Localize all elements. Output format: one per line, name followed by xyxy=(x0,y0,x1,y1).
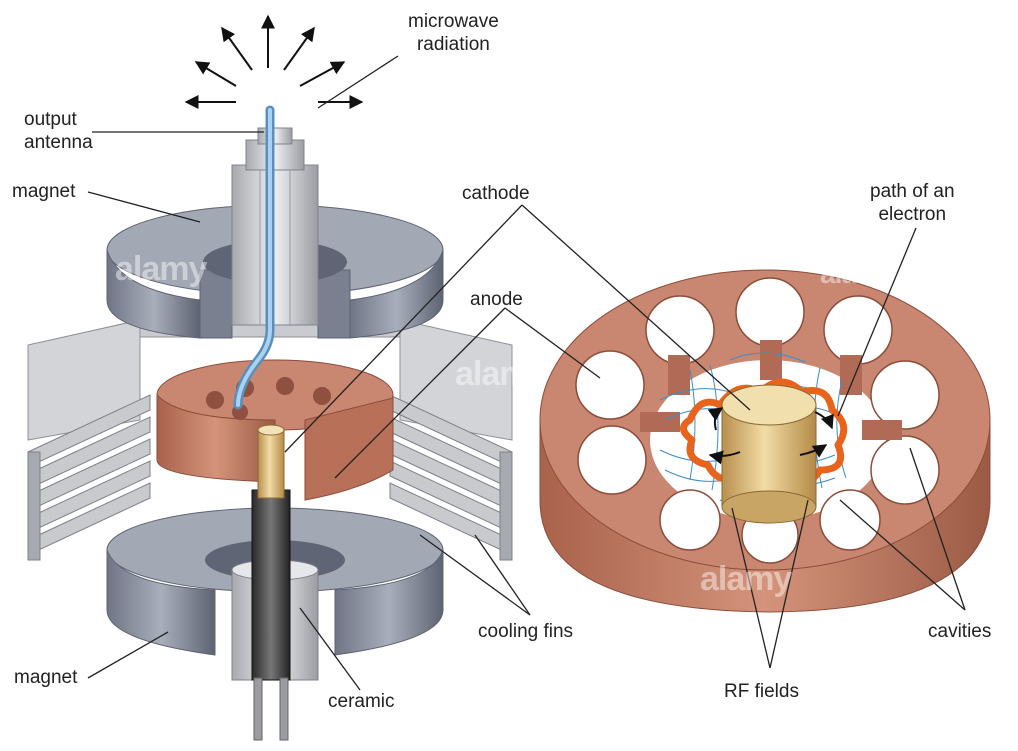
cathode-right xyxy=(721,384,817,524)
electron-arrows xyxy=(707,407,834,465)
label-ceramic: ceramic xyxy=(328,691,395,712)
label-anode: anode xyxy=(470,289,523,310)
watermark-1: alamy xyxy=(115,250,207,288)
label-cathode: cathode xyxy=(462,183,530,204)
label-cavities: cavities xyxy=(928,621,992,642)
watermark-3: alamy xyxy=(700,560,792,598)
leader-lines xyxy=(87,55,966,691)
antenna-housing xyxy=(231,127,319,326)
label-cooling-fins: cooling fins xyxy=(478,621,574,642)
label-magnet-bottom: magnet xyxy=(14,667,78,688)
anode-block xyxy=(156,359,394,501)
label-microwave-radiation: microwave radiation xyxy=(408,11,499,55)
watermark-2: alamy xyxy=(455,355,547,393)
label-output-antenna: output antenna xyxy=(24,109,93,153)
label-path-of-electron: path of an electron xyxy=(870,181,955,225)
label-rf-fields: RF fields xyxy=(724,681,799,702)
cathode-stem xyxy=(251,489,291,741)
watermark-4: alamy xyxy=(820,258,895,289)
label-magnet-top: magnet xyxy=(12,181,76,202)
cooling-fins xyxy=(27,319,513,561)
radiation-arrows xyxy=(184,14,364,109)
cathode-left xyxy=(257,424,285,499)
